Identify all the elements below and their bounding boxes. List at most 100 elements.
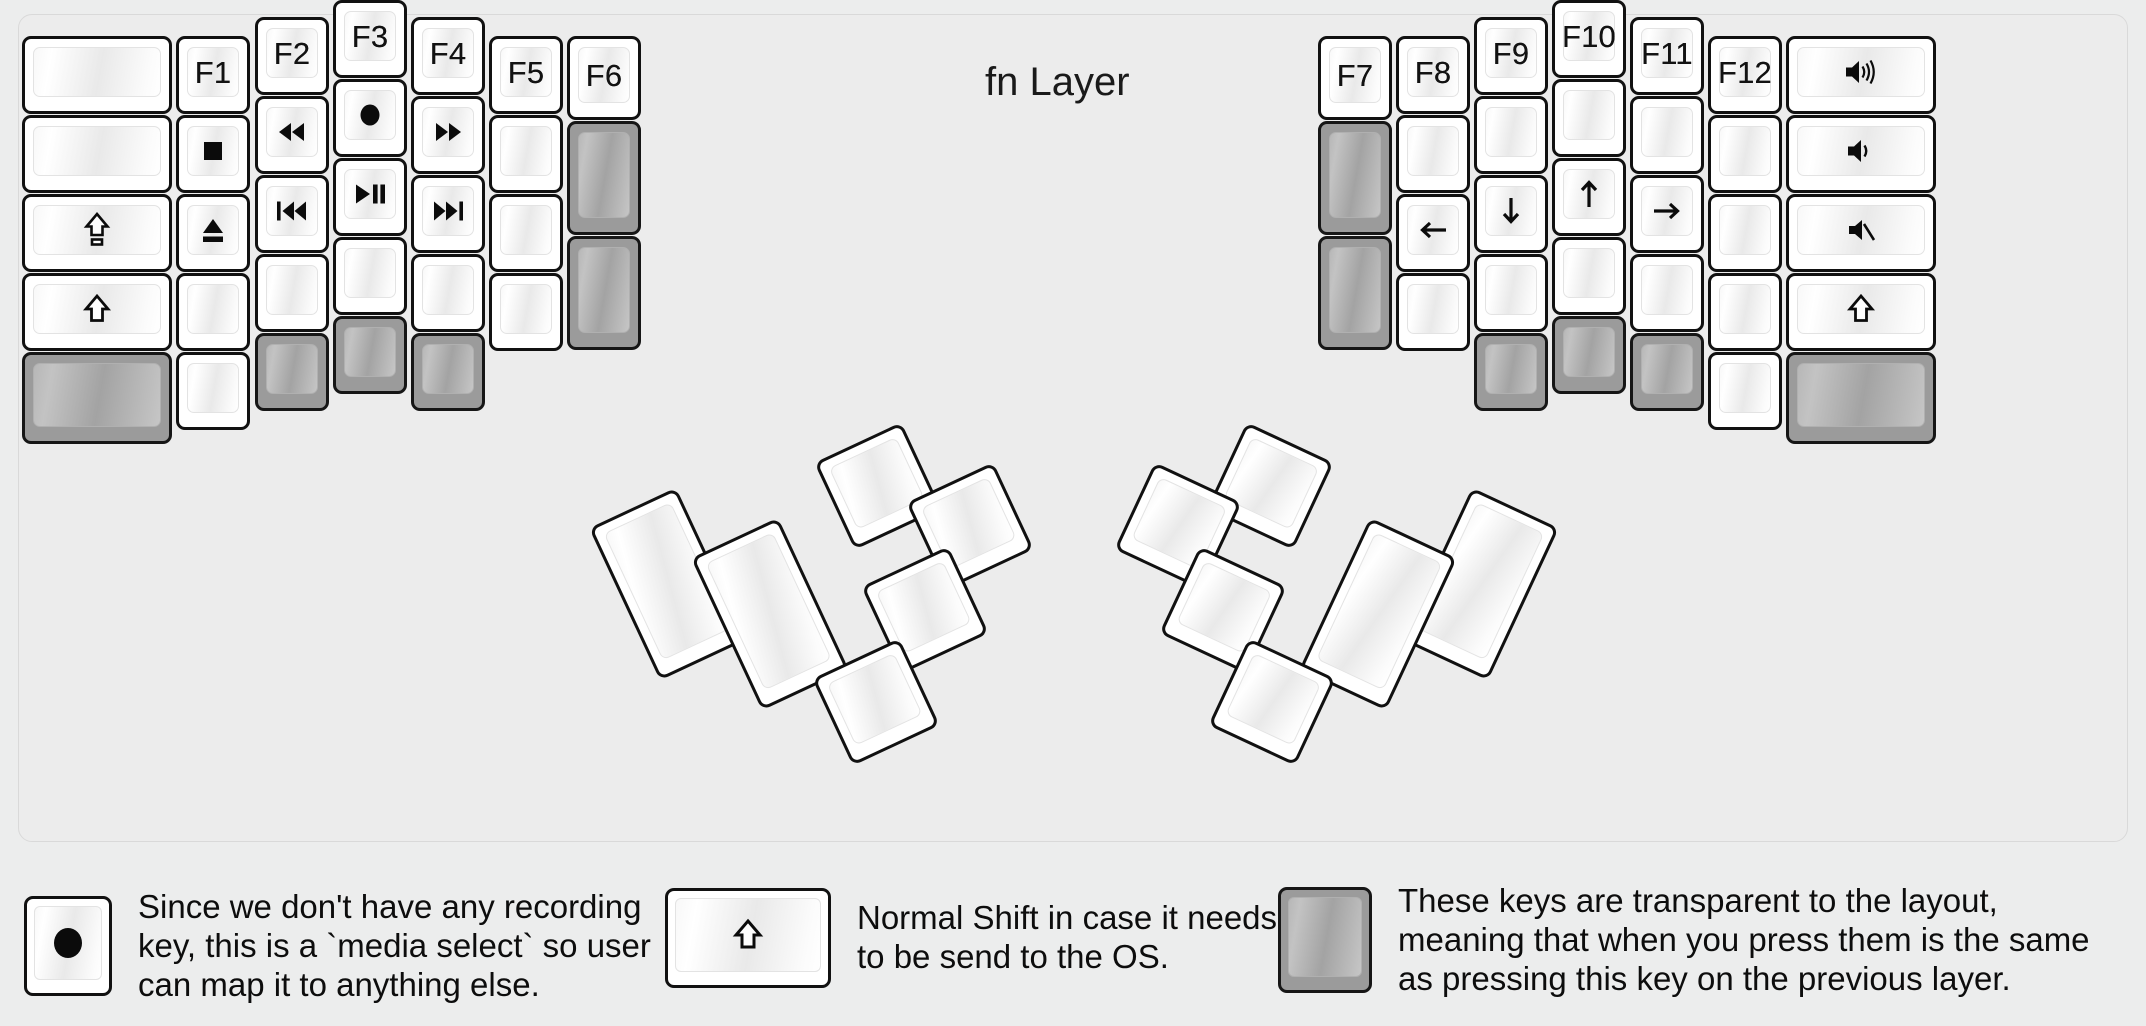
caps-lock-icon xyxy=(83,211,111,246)
keycap-label: F9 xyxy=(1492,35,1530,71)
keycap-face: F10 xyxy=(1562,11,1616,61)
keycap-inner-extra-2[interactable] xyxy=(567,236,641,350)
keycap-face xyxy=(578,247,630,333)
keycap-inner-extra-2[interactable] xyxy=(1318,236,1392,350)
keycap-pinky-2[interactable] xyxy=(1708,194,1782,272)
keycap-face xyxy=(500,126,552,176)
keycap-index-3[interactable] xyxy=(1474,254,1548,332)
keycap-face xyxy=(500,284,552,334)
keycap-pinky-1[interactable] xyxy=(176,115,250,193)
keycap-pinky-outer-2[interactable] xyxy=(22,194,172,272)
keycap-ring-4[interactable] xyxy=(1630,333,1704,411)
keycap-index-inner-0[interactable]: F8 xyxy=(1396,36,1470,114)
keycap-face xyxy=(1407,284,1459,334)
keycap-index-1[interactable] xyxy=(411,96,485,174)
keycap-index-2[interactable] xyxy=(411,175,485,253)
keycap-face xyxy=(1223,436,1320,530)
keycap-index-2[interactable] xyxy=(1474,175,1548,253)
keycap-ring-3[interactable] xyxy=(1630,254,1704,332)
keycap-face xyxy=(1329,247,1381,333)
keycap-middle-4[interactable] xyxy=(333,316,407,394)
keycap-pinky-outer-4[interactable] xyxy=(22,352,172,444)
arrow-left-icon xyxy=(1420,221,1446,239)
keycap-pinky-outer-2[interactable] xyxy=(1786,194,1936,272)
keycap-ring-2[interactable] xyxy=(1630,175,1704,253)
keycap-pinky-outer-1[interactable] xyxy=(22,115,172,193)
keycap-pinky-0[interactable]: F12 xyxy=(1708,36,1782,114)
keycap-ring-3[interactable] xyxy=(255,254,329,332)
keycap-pinky-3[interactable] xyxy=(1708,273,1782,351)
keycap-pinky-2[interactable] xyxy=(176,194,250,272)
keycap-pinky-outer-3[interactable] xyxy=(22,273,172,351)
keycap-index-inner-2[interactable] xyxy=(1396,194,1470,272)
legend-key-transparent xyxy=(1278,887,1372,994)
keycap-pinky-outer-0[interactable] xyxy=(1786,36,1936,114)
keycap-ring-1[interactable] xyxy=(255,96,329,174)
keycap-face xyxy=(1176,560,1273,654)
keycap-index-0[interactable]: F4 xyxy=(411,17,485,95)
keycap-ring-0[interactable]: F11 xyxy=(1630,17,1704,95)
keycap-label: F8 xyxy=(1414,54,1452,90)
legend-key-shift xyxy=(665,888,831,988)
keycap-face xyxy=(1563,169,1615,219)
keycap-index-1[interactable] xyxy=(1474,96,1548,174)
arrow-down-icon xyxy=(1502,198,1520,224)
keycap-label: F6 xyxy=(585,57,623,93)
keycap-pinky-outer-0[interactable] xyxy=(22,36,172,114)
keycap-face xyxy=(1719,126,1771,176)
keycap-pinky-outer-4[interactable] xyxy=(1786,352,1936,444)
keycap-face xyxy=(187,205,239,255)
keycap-index-inner-2[interactable] xyxy=(489,194,563,272)
keycap-middle-1[interactable] xyxy=(333,79,407,157)
keycap-face xyxy=(1563,90,1615,140)
keycap-ring-4[interactable] xyxy=(255,333,329,411)
keycap-pinky-outer-3[interactable] xyxy=(1786,273,1936,351)
keycap-label: F2 xyxy=(273,35,311,71)
arrow-right-icon xyxy=(1654,202,1680,220)
keycap-face xyxy=(422,107,474,157)
keycap-face xyxy=(266,107,318,157)
keycap-face xyxy=(875,560,972,654)
keycap-index-inner-0[interactable]: F5 xyxy=(489,36,563,114)
keycap-face xyxy=(422,265,474,315)
keycap-inner-extra-0[interactable]: F7 xyxy=(1318,36,1392,120)
keycap-pinky-1[interactable] xyxy=(1708,115,1782,193)
keycap-index-4[interactable] xyxy=(1474,333,1548,411)
keycap-index-inner-1[interactable] xyxy=(1396,115,1470,193)
keycap-pinky-outer-1[interactable] xyxy=(1786,115,1936,193)
keycap-middle-3[interactable] xyxy=(333,237,407,315)
keycap-pinky-4[interactable] xyxy=(176,352,250,430)
keycap-ring-1[interactable] xyxy=(1630,96,1704,174)
keycap-pinky-3[interactable] xyxy=(176,273,250,351)
keycap-face xyxy=(1485,107,1537,157)
keycap-middle-4[interactable] xyxy=(1552,316,1626,394)
keycap-middle-1[interactable] xyxy=(1552,79,1626,157)
keycap-middle-2[interactable] xyxy=(333,158,407,236)
keycap-face xyxy=(1485,186,1537,236)
keycap-index-4[interactable] xyxy=(411,333,485,411)
keycap-pinky-0[interactable]: F1 xyxy=(176,36,250,114)
keycap-middle-0[interactable]: F3 xyxy=(333,0,407,78)
keycap-ring-2[interactable] xyxy=(255,175,329,253)
keycap-index-3[interactable] xyxy=(411,254,485,332)
keycap-face xyxy=(500,205,552,255)
keycap-middle-3[interactable] xyxy=(1552,237,1626,315)
keycap-middle-2[interactable] xyxy=(1552,158,1626,236)
keycap-face xyxy=(1641,265,1693,315)
keycap-face xyxy=(1329,132,1381,218)
keycap-index-inner-3[interactable] xyxy=(1396,273,1470,351)
keycap-face xyxy=(1485,344,1537,394)
keycap-index-inner-1[interactable] xyxy=(489,115,563,193)
legend-text-record: Since we don't have any recording key, t… xyxy=(138,888,651,1003)
keycap-inner-extra-0[interactable]: F6 xyxy=(567,36,641,120)
keycap-index-inner-3[interactable] xyxy=(489,273,563,351)
keycap-index-0[interactable]: F9 xyxy=(1474,17,1548,95)
keycap-ring-0[interactable]: F2 xyxy=(255,17,329,95)
keycap-face xyxy=(187,363,239,413)
media-previous-icon xyxy=(277,201,306,221)
keycap-face xyxy=(1797,284,1925,334)
keycap-pinky-4[interactable] xyxy=(1708,352,1782,430)
keycap-inner-extra-1[interactable] xyxy=(567,121,641,235)
keycap-inner-extra-1[interactable] xyxy=(1318,121,1392,235)
keycap-middle-0[interactable]: F10 xyxy=(1552,0,1626,78)
